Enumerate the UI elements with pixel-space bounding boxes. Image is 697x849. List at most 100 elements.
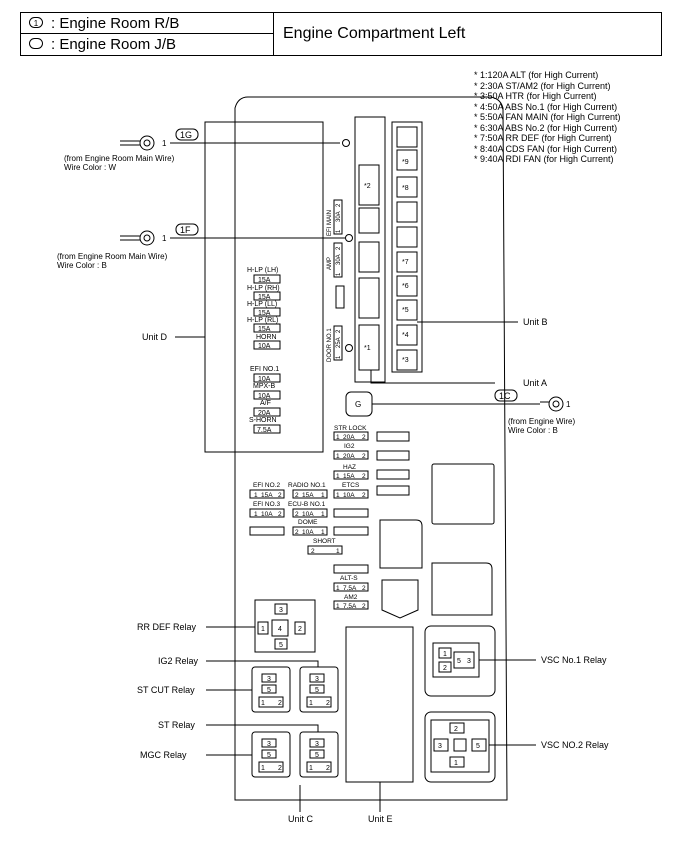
- fuse-pin: 1: [336, 434, 340, 441]
- header-rb-label: : Engine Room R/B: [51, 15, 180, 32]
- fuse-pin: 1: [336, 272, 342, 276]
- relay-pin-number: 2: [278, 700, 282, 707]
- fuse-rating: 15A: [302, 492, 314, 499]
- relay-pin-number: 2: [326, 765, 330, 772]
- fuse-pin: 2: [336, 203, 342, 207]
- terminal-ring-icon: [143, 139, 151, 147]
- header-divider: [273, 13, 274, 55]
- fuse-rating: 15A: [258, 326, 271, 333]
- fuse-slot: [396, 176, 418, 198]
- fuse-pin: 2: [278, 492, 282, 499]
- fuse-name: H-LP (LL): [247, 301, 277, 308]
- small-fuses: STR LOCK 1 20A 2 IG2 1 20A 2 HAZ 1 15A 2…: [249, 425, 410, 610]
- fuse-body: [253, 373, 281, 383]
- relay-pin: [261, 684, 277, 694]
- fuse-pin: 1: [336, 492, 340, 499]
- unit-a-leader: [370, 370, 495, 384]
- relay-label: IG2 Relay: [158, 656, 199, 666]
- relay-pin-number: 1: [261, 765, 265, 772]
- terminal-ring-icon: [548, 396, 564, 412]
- fuse-rating: 25A: [336, 337, 342, 348]
- fuse-rating: 20A: [343, 453, 355, 460]
- fuse-body: [333, 600, 369, 610]
- fuse-rating: 10A: [343, 492, 355, 499]
- relay-pin: [271, 619, 289, 637]
- unit-d-panel: [204, 121, 324, 453]
- relay-pin-number: 4: [278, 626, 282, 633]
- fuse-name: STR LOCK: [334, 425, 367, 432]
- fuse-slot: [396, 275, 418, 297]
- fuse-name: H-LP (LH): [247, 267, 278, 274]
- relay-pin: [261, 749, 277, 759]
- fuse-slot: [333, 564, 369, 574]
- fuse-body: [292, 489, 328, 499]
- fuse-body: [253, 307, 281, 317]
- fuse-pin: 2: [362, 603, 366, 610]
- fuse-body: [253, 407, 281, 417]
- unit-e-label: Unit E: [368, 814, 393, 824]
- fuse-rating: 30A: [336, 254, 342, 265]
- relay-pin-number: 5: [315, 752, 319, 759]
- fuse-name: EFI MAIN: [327, 210, 333, 236]
- relay-pin-number: 2: [454, 726, 458, 733]
- connector-pin: 1: [566, 400, 571, 409]
- fuse-body: [253, 274, 281, 284]
- relay-pin: [453, 651, 475, 669]
- fuse-rating: 15A: [261, 492, 273, 499]
- fuse-body: [333, 242, 343, 278]
- fuse-body: [249, 489, 285, 499]
- fuse-slot: [396, 349, 418, 371]
- fuse-rating: 7.5A: [343, 585, 357, 592]
- connector-source: (from Engine Wire): [508, 417, 575, 426]
- relay-pin-number: 5: [267, 752, 271, 759]
- legend-item: * 6:30A ABS No.2 (for High Current): [474, 122, 618, 133]
- fuse-pin: 1: [321, 529, 325, 536]
- fuse-rating: 20A: [258, 410, 271, 417]
- relay-housing: [430, 719, 490, 773]
- relay-label: VSC No.1 Relay: [541, 655, 607, 665]
- fuse-body: [292, 508, 328, 518]
- relay-pin: [309, 673, 325, 683]
- relay-pin: [294, 621, 306, 635]
- relay-pin: [449, 722, 465, 734]
- fuse-slot: [396, 201, 418, 223]
- unit-d-fuses: H-LP (LH) 15A H-LP (RH) 15A H-LP (LL) 15…: [247, 267, 281, 434]
- unit-a: *2 *1 EFI MAIN 30A 1 2 AMP 30A 1 2 DOOR …: [327, 116, 547, 388]
- fuse-name: EFI NO.1: [250, 366, 279, 373]
- connector-1c: G 1C 1 (from Engine Wire) Wire Color : B: [345, 389, 575, 435]
- unit-a-label: Unit A: [523, 378, 547, 388]
- unit-e-panel: [345, 626, 414, 783]
- fuse-slot: [396, 299, 418, 321]
- unit-b: *9 *8 *7 *6 *5 *4 *3 Unit B: [391, 121, 548, 373]
- fuse-slot: [358, 241, 380, 273]
- fuse-pin: 2: [362, 585, 366, 592]
- slot-label: *1: [364, 345, 371, 352]
- legend-item: * 7:50A RR DEF (for High Current): [474, 133, 612, 143]
- fuse-slot: [376, 450, 410, 461]
- relay-label: ST Relay: [158, 720, 195, 730]
- fuse-body: [253, 390, 281, 400]
- relay-frame: [424, 711, 496, 783]
- fuse-body: [333, 450, 369, 460]
- fuse-rating: 15A: [343, 473, 355, 480]
- connector-tag-label: 1F: [180, 225, 191, 235]
- connector-tag-label: 1G: [180, 130, 192, 140]
- fuse-slot: [333, 508, 369, 518]
- fuse-name: H-LP (RL): [247, 317, 278, 324]
- relay-label: RR DEF Relay: [137, 622, 197, 632]
- relay-pin-number: 3: [267, 741, 271, 748]
- legend-item: * 2:30A ST/AM2 (for High Current): [474, 80, 611, 91]
- fuse-pin: 2: [295, 511, 299, 518]
- fuse-pin: 1: [321, 492, 325, 499]
- fuse-name: RADIO NO.1: [288, 482, 326, 489]
- fuse-pin: 2: [362, 453, 366, 460]
- fuse-rating: 10A: [302, 511, 314, 518]
- relay-pin-number: 5: [279, 642, 283, 649]
- relay-pin: [258, 761, 284, 773]
- relay-pin: [471, 738, 487, 752]
- relay-pin-number: 1: [309, 765, 313, 772]
- connector-pin: 1: [162, 234, 167, 243]
- relay-pin-number: 2: [443, 665, 447, 672]
- relay-pin-number: 3: [438, 743, 442, 750]
- relay-label: ST CUT Relay: [137, 685, 195, 695]
